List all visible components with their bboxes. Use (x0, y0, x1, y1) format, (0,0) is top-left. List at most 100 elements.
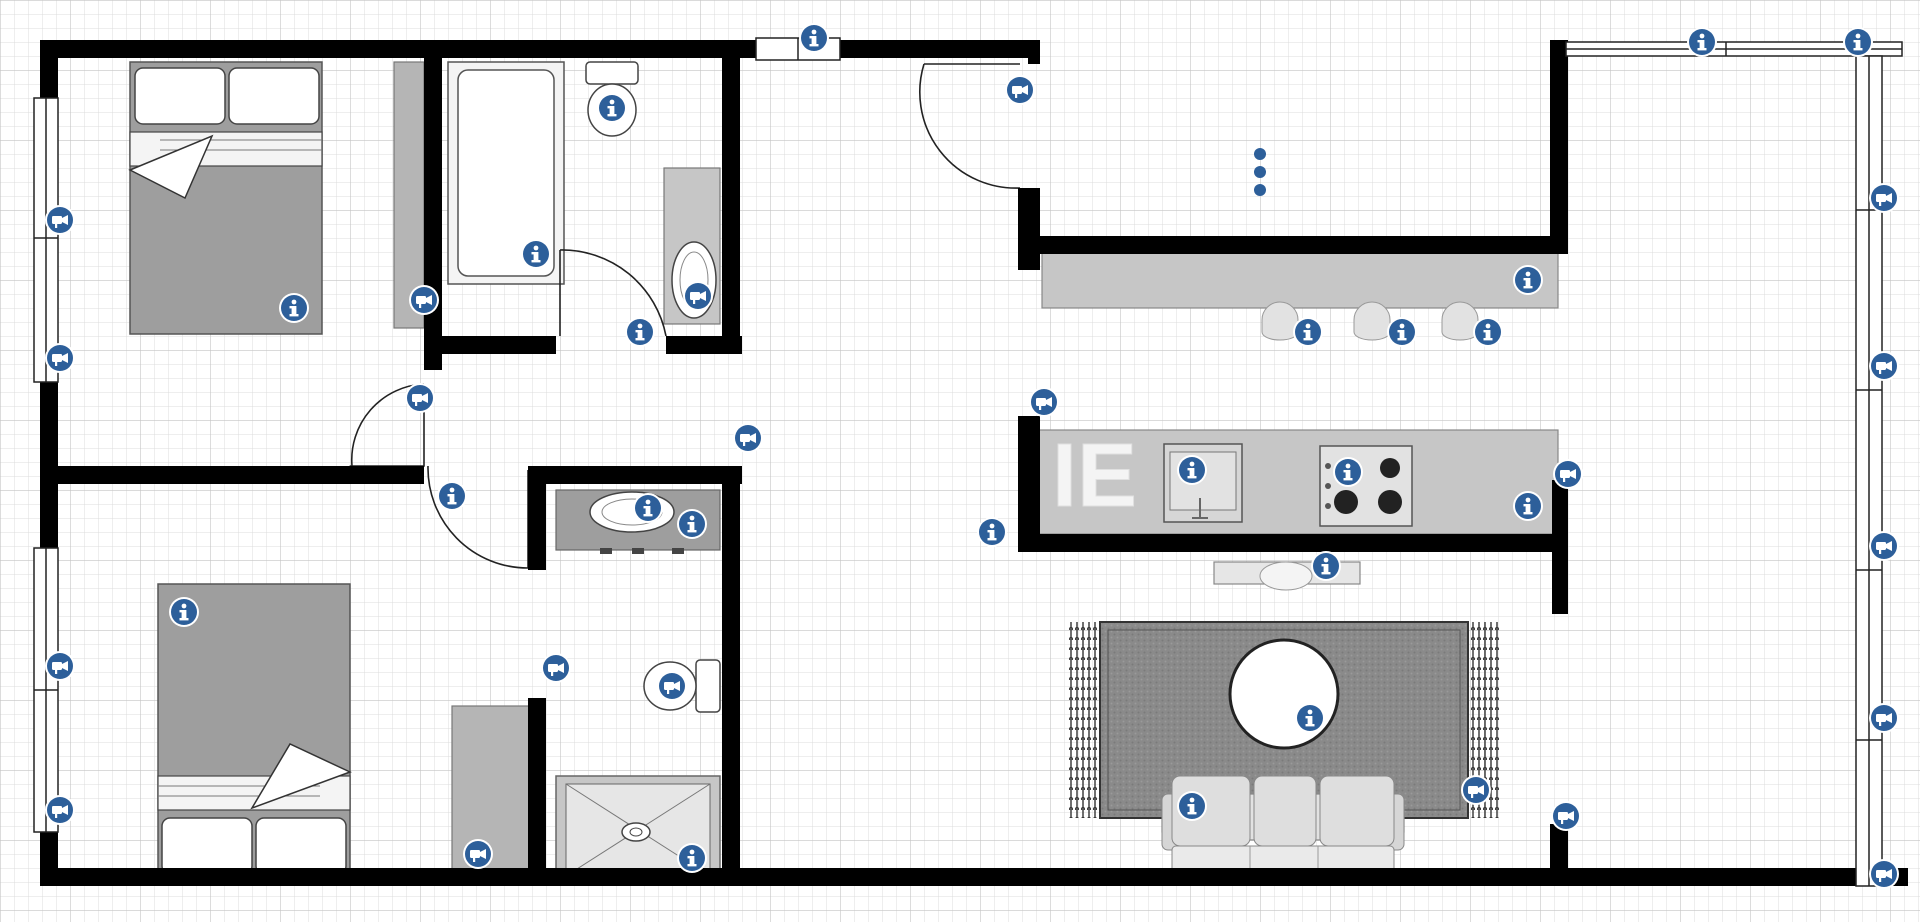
sofa (1161, 775, 1405, 881)
hotspot-entry-door[interactable] (1005, 75, 1035, 105)
info-icon (1305, 709, 1315, 727)
bar-counter (1041, 249, 1559, 309)
hotspot-window-bed2-b[interactable] (45, 795, 75, 825)
hotspot-wc-door[interactable] (541, 653, 571, 683)
camera-view-icon (52, 661, 68, 674)
info-icon (635, 323, 645, 341)
hotspot-bed2-door[interactable] (437, 481, 467, 511)
watermark-text: IE (1052, 426, 1137, 526)
hotspot-window-east-4[interactable] (1869, 703, 1899, 733)
info-icon (179, 603, 189, 621)
hotspot-sink-wc[interactable] (633, 493, 663, 523)
hotspot-bar-counter[interactable] (1513, 265, 1543, 295)
camera-view-icon (1876, 193, 1892, 206)
entry-door-swing (919, 63, 1021, 189)
hotspot-toilet-bath[interactable] (597, 93, 627, 123)
camera-view-icon (52, 215, 68, 228)
toilet-bath (585, 61, 639, 137)
hotspot-rug[interactable] (1461, 775, 1491, 805)
shower (555, 775, 721, 883)
camera-view-icon (1876, 361, 1892, 374)
camera-view-icon (1876, 713, 1892, 726)
hotspot-bathroom-door[interactable] (625, 317, 655, 347)
more-options-icon[interactable] (1254, 148, 1266, 196)
camera-view-icon (470, 849, 486, 862)
camera-view-icon (690, 291, 706, 304)
furniture (128, 61, 1559, 883)
camera-view-icon (1876, 541, 1892, 554)
hotspot-window-east-1[interactable] (1869, 183, 1899, 213)
hotspot-hall[interactable] (733, 423, 763, 453)
info-icon (643, 499, 653, 517)
hotspot-bed1-door[interactable] (405, 383, 435, 413)
hotspot-window-bed1-b[interactable] (45, 343, 75, 373)
hotspot-bathtub[interactable] (521, 239, 551, 269)
hotspot-sink-bath[interactable] (683, 281, 713, 311)
hotspot-window-east-5[interactable] (1869, 859, 1899, 889)
info-icon (687, 515, 697, 533)
hotspot-vanity-wc[interactable] (677, 509, 707, 539)
info-icon (1187, 461, 1197, 479)
hotspot-coffee-table[interactable] (1295, 703, 1325, 733)
camera-view-icon (548, 663, 564, 676)
hotspot-balcony-top-1[interactable] (1687, 27, 1717, 57)
info-icon (1523, 271, 1533, 289)
hotspot-tv-stand[interactable] (1311, 551, 1341, 581)
hotspot-window-east-2[interactable] (1869, 351, 1899, 381)
info-icon (1697, 33, 1707, 51)
hotspot-wardrobe-bed2[interactable] (463, 839, 493, 869)
hotspot-layer (45, 23, 1899, 889)
info-icon (687, 849, 697, 867)
info-icon (531, 245, 541, 263)
hotspot-kitchen-entry[interactable] (1029, 387, 1059, 417)
hotspot-kitchen-sink[interactable] (1177, 455, 1207, 485)
camera-view-icon (664, 681, 680, 694)
bed-1 (128, 61, 323, 335)
coffee-table (1228, 638, 1340, 750)
camera-view-icon (1012, 85, 1028, 98)
hotspot-living-view-1[interactable] (1553, 459, 1583, 489)
hotspot-balcony-top-2[interactable] (1843, 27, 1873, 57)
info-icon (1853, 33, 1863, 51)
hotspot-shower[interactable] (677, 843, 707, 873)
info-icon (1343, 463, 1353, 481)
camera-view-icon (52, 353, 68, 366)
info-icon (1523, 497, 1533, 515)
camera-view-icon (1468, 785, 1484, 798)
hotspot-window-bed2-a[interactable] (45, 651, 75, 681)
hotspot-toilet-wc[interactable] (657, 671, 687, 701)
hotspot-stool-3[interactable] (1473, 317, 1503, 347)
info-icon (987, 523, 997, 541)
hotspot-cooktop[interactable] (1333, 457, 1363, 487)
bed2-door-swing (427, 465, 529, 569)
info-icon (1397, 323, 1407, 341)
bed1-door-swing-2 (350, 383, 425, 467)
hotspot-window-top-hall[interactable] (799, 23, 829, 53)
hotspot-stool-2[interactable] (1387, 317, 1417, 347)
camera-view-icon (1560, 469, 1576, 482)
wardrobe-bed1 (393, 61, 425, 329)
hotspot-living-view-2[interactable] (1551, 801, 1581, 831)
info-icon (607, 99, 617, 117)
info-icon (1321, 557, 1331, 575)
camera-view-icon (412, 393, 428, 406)
camera-view-icon (1036, 397, 1052, 410)
info-icon (1187, 797, 1197, 815)
bed-2 (157, 583, 352, 881)
hotspot-kitchen-counter[interactable] (1513, 491, 1543, 521)
hotspot-living-entry[interactable] (977, 517, 1007, 547)
info-icon (809, 29, 819, 47)
hotspot-stool-1[interactable] (1293, 317, 1323, 347)
hotspot-wardrobe-bed1[interactable] (409, 285, 439, 315)
walls (40, 40, 1908, 886)
camera-view-icon (740, 433, 756, 446)
info-icon (1303, 323, 1313, 341)
hotspot-bed-1[interactable] (279, 293, 309, 323)
hotspot-bed-2[interactable] (169, 597, 199, 627)
bathroom-door-swing (559, 249, 667, 337)
camera-view-icon (416, 295, 432, 308)
hotspot-sofa[interactable] (1177, 791, 1207, 821)
hotspot-window-east-3[interactable] (1869, 531, 1899, 561)
hotspot-window-bed1-a[interactable] (45, 205, 75, 235)
